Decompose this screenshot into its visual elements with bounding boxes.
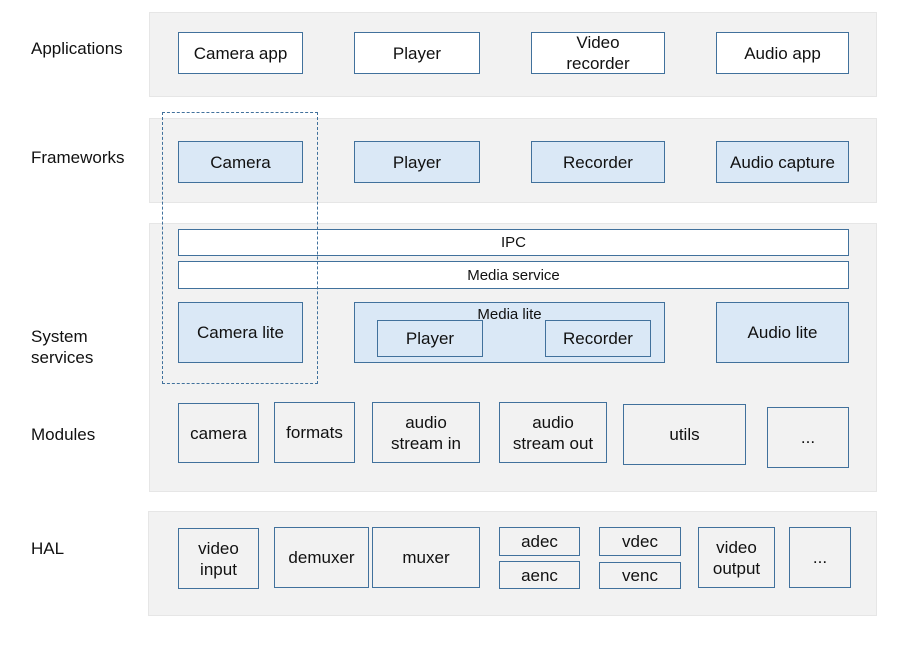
module-formats: formats (274, 402, 355, 463)
module-audio-stream-out: audio stream out (499, 402, 607, 463)
app-video-recorder: Video recorder (531, 32, 665, 74)
media-lite-recorder: Recorder (545, 320, 651, 357)
media-lite-player: Player (377, 320, 483, 357)
media-service-bar: Media service (178, 261, 849, 289)
app-player: Player (354, 32, 480, 74)
layer-label-modules: Modules (31, 425, 96, 444)
layer-label-applications: Applications (31, 39, 123, 58)
app-camera-app: Camera app (178, 32, 303, 74)
hal-venc: venc (599, 562, 681, 589)
camera-stack-dashed-outline (162, 112, 318, 384)
framework-audio-capture: Audio capture (716, 141, 849, 183)
framework-recorder: Recorder (531, 141, 665, 183)
module-more: ... (767, 407, 849, 468)
media-lite-label: Media lite (477, 306, 542, 323)
hal-video-output: video output (698, 527, 775, 588)
hal-adec: adec (499, 527, 580, 556)
module-camera: camera (178, 403, 259, 463)
camera-lite-box: Camera lite (178, 302, 303, 363)
framework-player: Player (354, 141, 480, 183)
framework-camera: Camera (178, 141, 303, 183)
layer-label-hal: HAL (31, 539, 65, 558)
hal-video-input: video input (178, 528, 259, 589)
hal-demuxer: demuxer (274, 527, 369, 588)
hal-vdec: vdec (599, 527, 681, 556)
hal-aenc: aenc (499, 561, 580, 589)
audio-lite-box: Audio lite (716, 302, 849, 363)
layer-label-frameworks: Frameworks (31, 148, 125, 167)
layer-label-system-services: System services (31, 327, 94, 367)
module-audio-stream-in: audio stream in (372, 402, 480, 463)
hal-muxer: muxer (372, 527, 480, 588)
ipc-bar: IPC (178, 229, 849, 256)
module-utils: utils (623, 404, 746, 465)
hal-more: ... (789, 527, 851, 588)
app-audio-app: Audio app (716, 32, 849, 74)
